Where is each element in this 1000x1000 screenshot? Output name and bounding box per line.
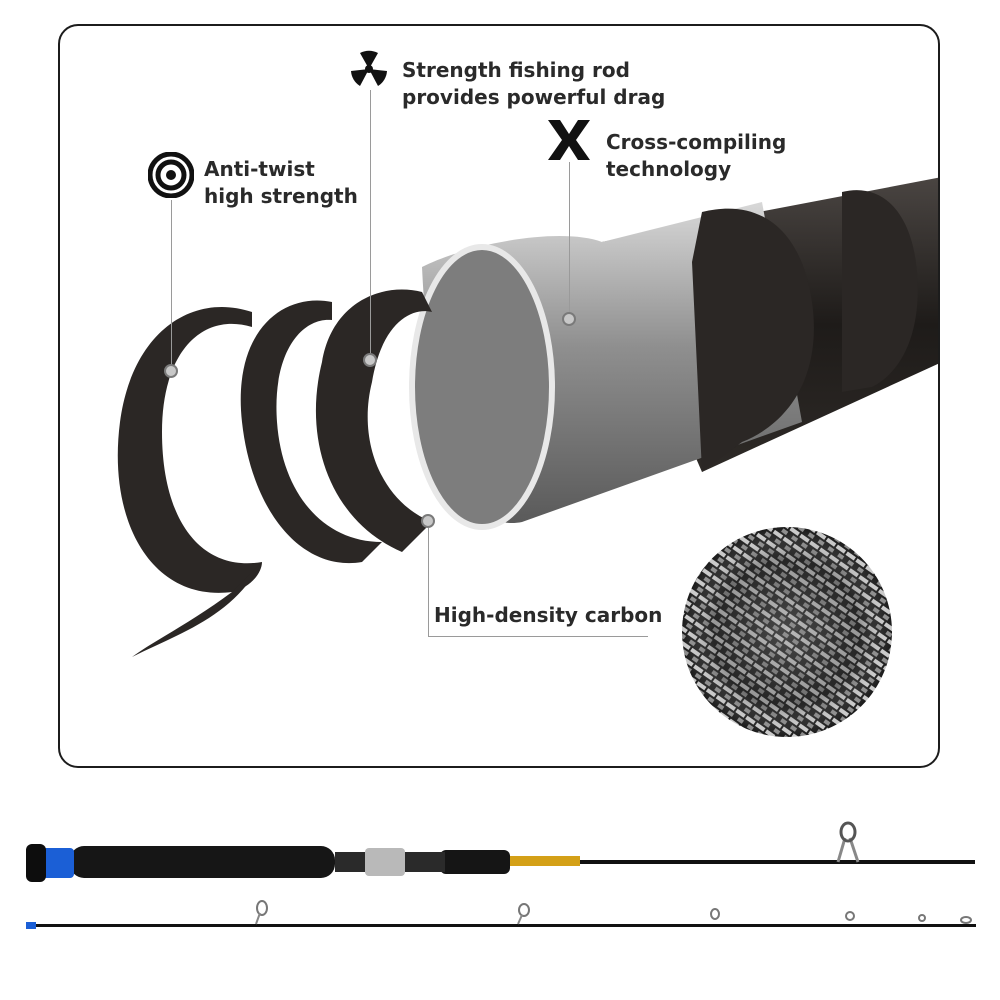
rod-butt-section — [26, 821, 975, 882]
cross-compiling-label: Cross-compiling technology — [606, 130, 787, 181]
cross-compiling-callout-line — [569, 162, 570, 312]
x-icon — [546, 118, 592, 162]
cross-compiling-callout-dot — [562, 312, 576, 326]
guide-icon — [836, 821, 860, 863]
carbon-label: High-density carbon — [434, 603, 663, 627]
rod-tip-section — [26, 900, 976, 929]
target-icon — [148, 152, 194, 198]
carbon-callout-line-horizontal — [428, 636, 648, 637]
radiation-icon — [346, 46, 392, 92]
strength-callout-dot — [363, 353, 377, 367]
feature-panel: Anti-twist high strength Strength fishin… — [58, 24, 940, 768]
guide-icon — [918, 914, 926, 922]
carbon-callout-dot — [421, 514, 435, 528]
guide-icon — [255, 900, 268, 925]
guide-icon — [845, 911, 855, 921]
carbon-callout-line — [428, 528, 429, 636]
guide-icon — [517, 903, 530, 925]
guide-icon — [710, 908, 720, 920]
strength-label: Strength fishing rod provides powerful d… — [402, 58, 666, 109]
anti-twist-label: Anti-twist high strength — [204, 157, 358, 208]
anti-twist-callout-line — [171, 200, 172, 370]
tip-top-icon — [960, 916, 972, 924]
strength-callout-line — [370, 90, 371, 360]
anti-twist-callout-dot — [164, 364, 178, 378]
rod-cutaway-illustration — [117, 177, 938, 737]
